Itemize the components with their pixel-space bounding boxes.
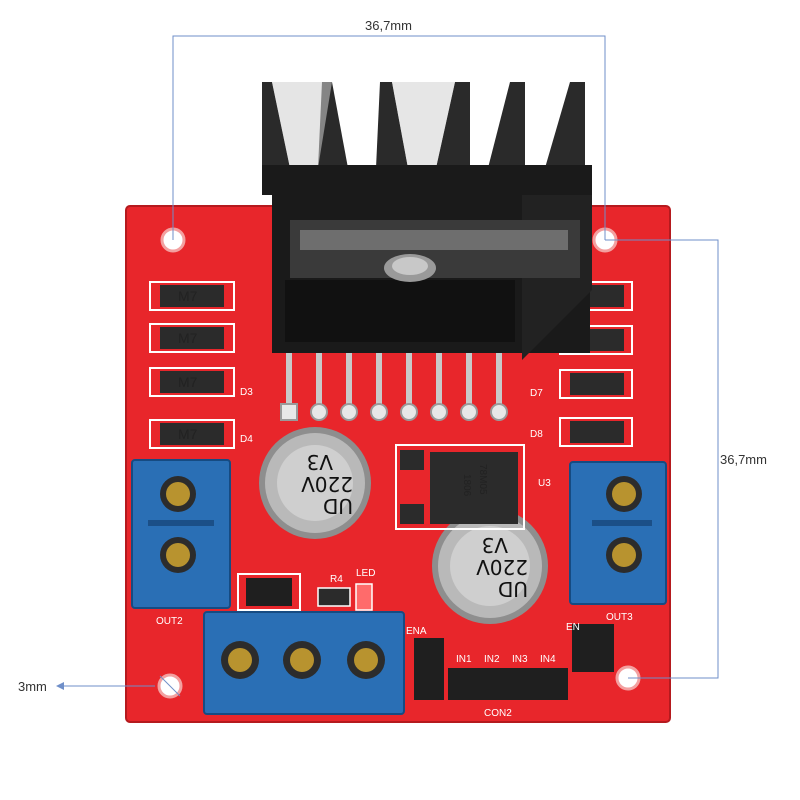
label-r4: R4 (330, 574, 343, 585)
capacitor-left (259, 427, 371, 539)
header-con2 (414, 624, 614, 700)
cap-left-brand: UD (323, 494, 353, 518)
cap-right-rating: V3 (482, 533, 508, 557)
diode-mark-3: M7 (178, 374, 198, 390)
diode-mark-1: M7 (178, 288, 198, 304)
label-in2: IN2 (484, 654, 500, 665)
label-enb: EN (566, 622, 580, 633)
regulator-mark: 78M05 (477, 464, 488, 495)
heatsink (262, 82, 592, 360)
ic-pins (286, 342, 502, 411)
dimension-top-width: 36,7mm (365, 18, 412, 33)
diode-mark-4: M7 (178, 426, 198, 442)
label-ena: ENA (406, 626, 427, 637)
terminal-power (203, 611, 405, 715)
dimension-right-height: 36,7mm (720, 452, 767, 467)
jumper-5v (237, 573, 301, 611)
dimension-hole-offset: 3mm (18, 679, 47, 694)
label-led: LED (356, 568, 375, 579)
diode-mark-2: M7 (178, 330, 198, 346)
terminal-out2 (131, 459, 231, 609)
dimension-lines (60, 35, 719, 697)
label-d3: D3 (240, 387, 253, 398)
ic-pads (280, 403, 508, 421)
voltage-regulator (395, 444, 525, 530)
cap-left-rating: V3 (307, 450, 333, 474)
regulator-code: 1806 (461, 474, 472, 497)
label-u3: U3 (538, 478, 551, 489)
diodes-left (149, 281, 235, 449)
cap-right-brand: UD (498, 577, 528, 601)
label-in1: IN1 (456, 654, 472, 665)
label-d4: D4 (240, 434, 253, 445)
cap-left-voltage: 220V (301, 472, 353, 496)
label-in3: IN3 (512, 654, 528, 665)
label-d7: D7 (530, 388, 543, 399)
label-out3: OUT3 (606, 612, 633, 623)
label-d8: D8 (530, 429, 543, 440)
label-con2: CON2 (484, 708, 512, 719)
terminal-out3 (569, 461, 667, 605)
label-out2: OUT2 (156, 616, 183, 627)
cap-right-voltage: 220V (476, 555, 528, 579)
label-in4: IN4 (540, 654, 556, 665)
capacitor-right (432, 508, 548, 624)
